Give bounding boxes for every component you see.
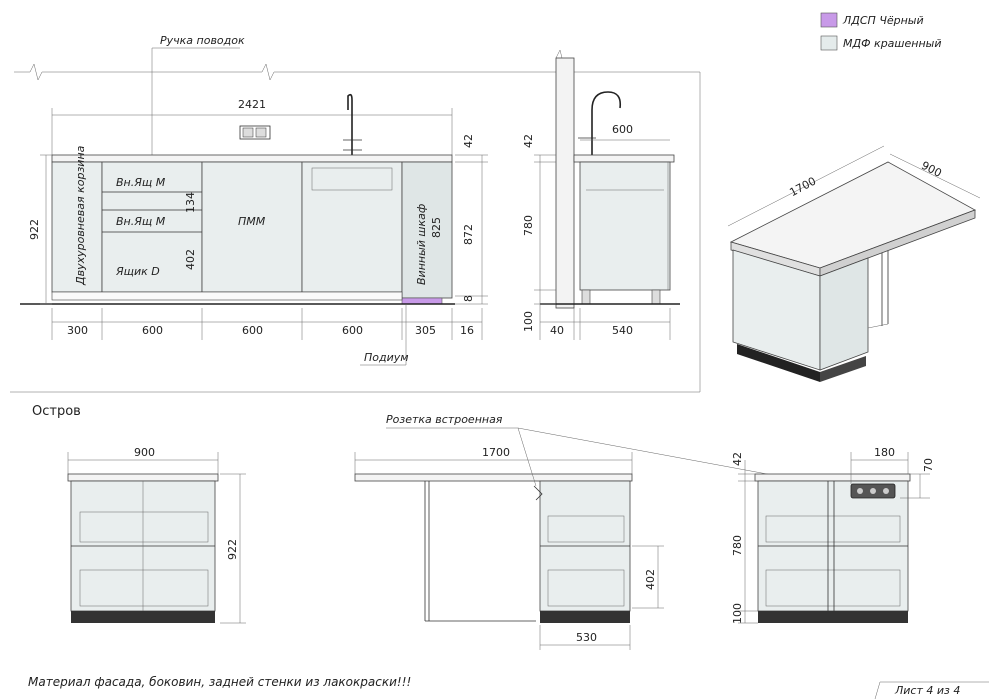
wall-break-line (14, 63, 700, 81)
side-dim-height: 780 (522, 215, 535, 236)
podium-label: Подиум (364, 351, 409, 364)
cabinet-drawers (101, 161, 203, 293)
side-faucet-icon (591, 91, 622, 162)
faucet-icon (347, 93, 353, 155)
side-dim-body: 540 (612, 324, 633, 337)
island-back-view: 180 70 42 780 100 (731, 446, 935, 624)
legend-swatch-mdf (820, 35, 838, 51)
wine-cabinet (401, 161, 453, 299)
material-note: Материал фасада, боковин, задней стенки … (28, 675, 411, 689)
persp-dim-width: 900 (919, 159, 944, 180)
dishwasher-label: ПММ (238, 215, 266, 228)
main-countertop (51, 154, 453, 163)
legend-swatch-ldsp (820, 12, 838, 28)
dim-wine-height: 825 (430, 217, 443, 238)
dim-bottom-5: 305 (415, 324, 436, 337)
persp-dim-length: 1700 (787, 174, 818, 199)
island-front-view: 1700 Розетка встроенная 402 530 (354, 413, 833, 650)
wine-label: Винный шкаф (415, 204, 428, 285)
island-front-top (354, 473, 633, 482)
dim-bottom-2: 600 (142, 324, 163, 337)
dim-bottom-6: 16 (460, 324, 474, 337)
island-dim-back-plinth: 100 (731, 603, 744, 624)
basket-label: Двухуровневая корзина (74, 145, 87, 286)
dim-height-right: 872 (462, 224, 475, 245)
side-wall (555, 57, 575, 309)
drawer-label-1: Вн.Ящ М (116, 176, 166, 189)
island-perspective: 1700 900 (727, 145, 981, 382)
sheet-number: Лист 4 из 4 (894, 684, 960, 697)
drawer-label-2: Вн.Ящ М (116, 215, 166, 228)
dim-countertop: 42 (462, 134, 475, 148)
legend-label-ldsp: ЛДСП Чёрный (842, 14, 924, 27)
side-dim-plinth: 100 (522, 311, 535, 332)
island-dim-socket-h: 70 (922, 458, 935, 472)
cabinet-basket (51, 161, 103, 293)
side-section: 600 42 780 100 40 540 (522, 49, 680, 340)
island-dim-socket-w: 180 (874, 446, 895, 459)
cabinet-dishwasher (201, 161, 303, 293)
plinth (51, 291, 403, 301)
side-countertop (573, 154, 675, 163)
island-end-view: 900 922 (67, 446, 246, 624)
island-dim-back-height: 780 (731, 535, 744, 556)
dim-bottom-4: 600 (342, 324, 363, 337)
dim-402: 402 (184, 249, 197, 270)
side-cabinet (579, 161, 671, 291)
cabinet-sink (301, 161, 403, 293)
side-dim-top: 42 (522, 134, 535, 148)
dim-134: 134 (184, 192, 197, 213)
dim-bottom-3: 600 (242, 324, 263, 337)
persp-side (819, 257, 869, 371)
legend-label-mdf: МДФ крашенный (843, 37, 941, 50)
island-title: Остров (32, 404, 81, 419)
dim-plinth: 8 (462, 295, 475, 302)
legend: ЛДСП Чёрный МДФ крашенный (820, 12, 941, 51)
island-dim-front-width: 1700 (482, 446, 510, 459)
side-dim-gap: 40 (550, 324, 564, 337)
island-dim-end-height: 922 (226, 539, 239, 560)
main-elevation: Ручка поводок 2421 Двухуровнев (10, 34, 701, 393)
builtin-socket-mark (533, 485, 543, 501)
dim-height-left: 922 (28, 219, 41, 240)
handle-label: Ручка поводок (160, 34, 245, 47)
dim-total-width: 2421 (238, 98, 266, 111)
side-dim-depth: 600 (612, 123, 633, 136)
dim-bottom-1: 300 (67, 324, 88, 337)
drawer-label-3: Ящик D (115, 265, 160, 278)
island-dim-back-top: 42 (731, 452, 744, 466)
island-dim-drawer: 402 (644, 569, 657, 590)
island-dim-cabinet: 530 (576, 631, 597, 644)
podium-ldsp (401, 297, 443, 305)
island-dim-end-width: 900 (134, 446, 155, 459)
socket-label: Розетка встроенная (386, 413, 503, 426)
